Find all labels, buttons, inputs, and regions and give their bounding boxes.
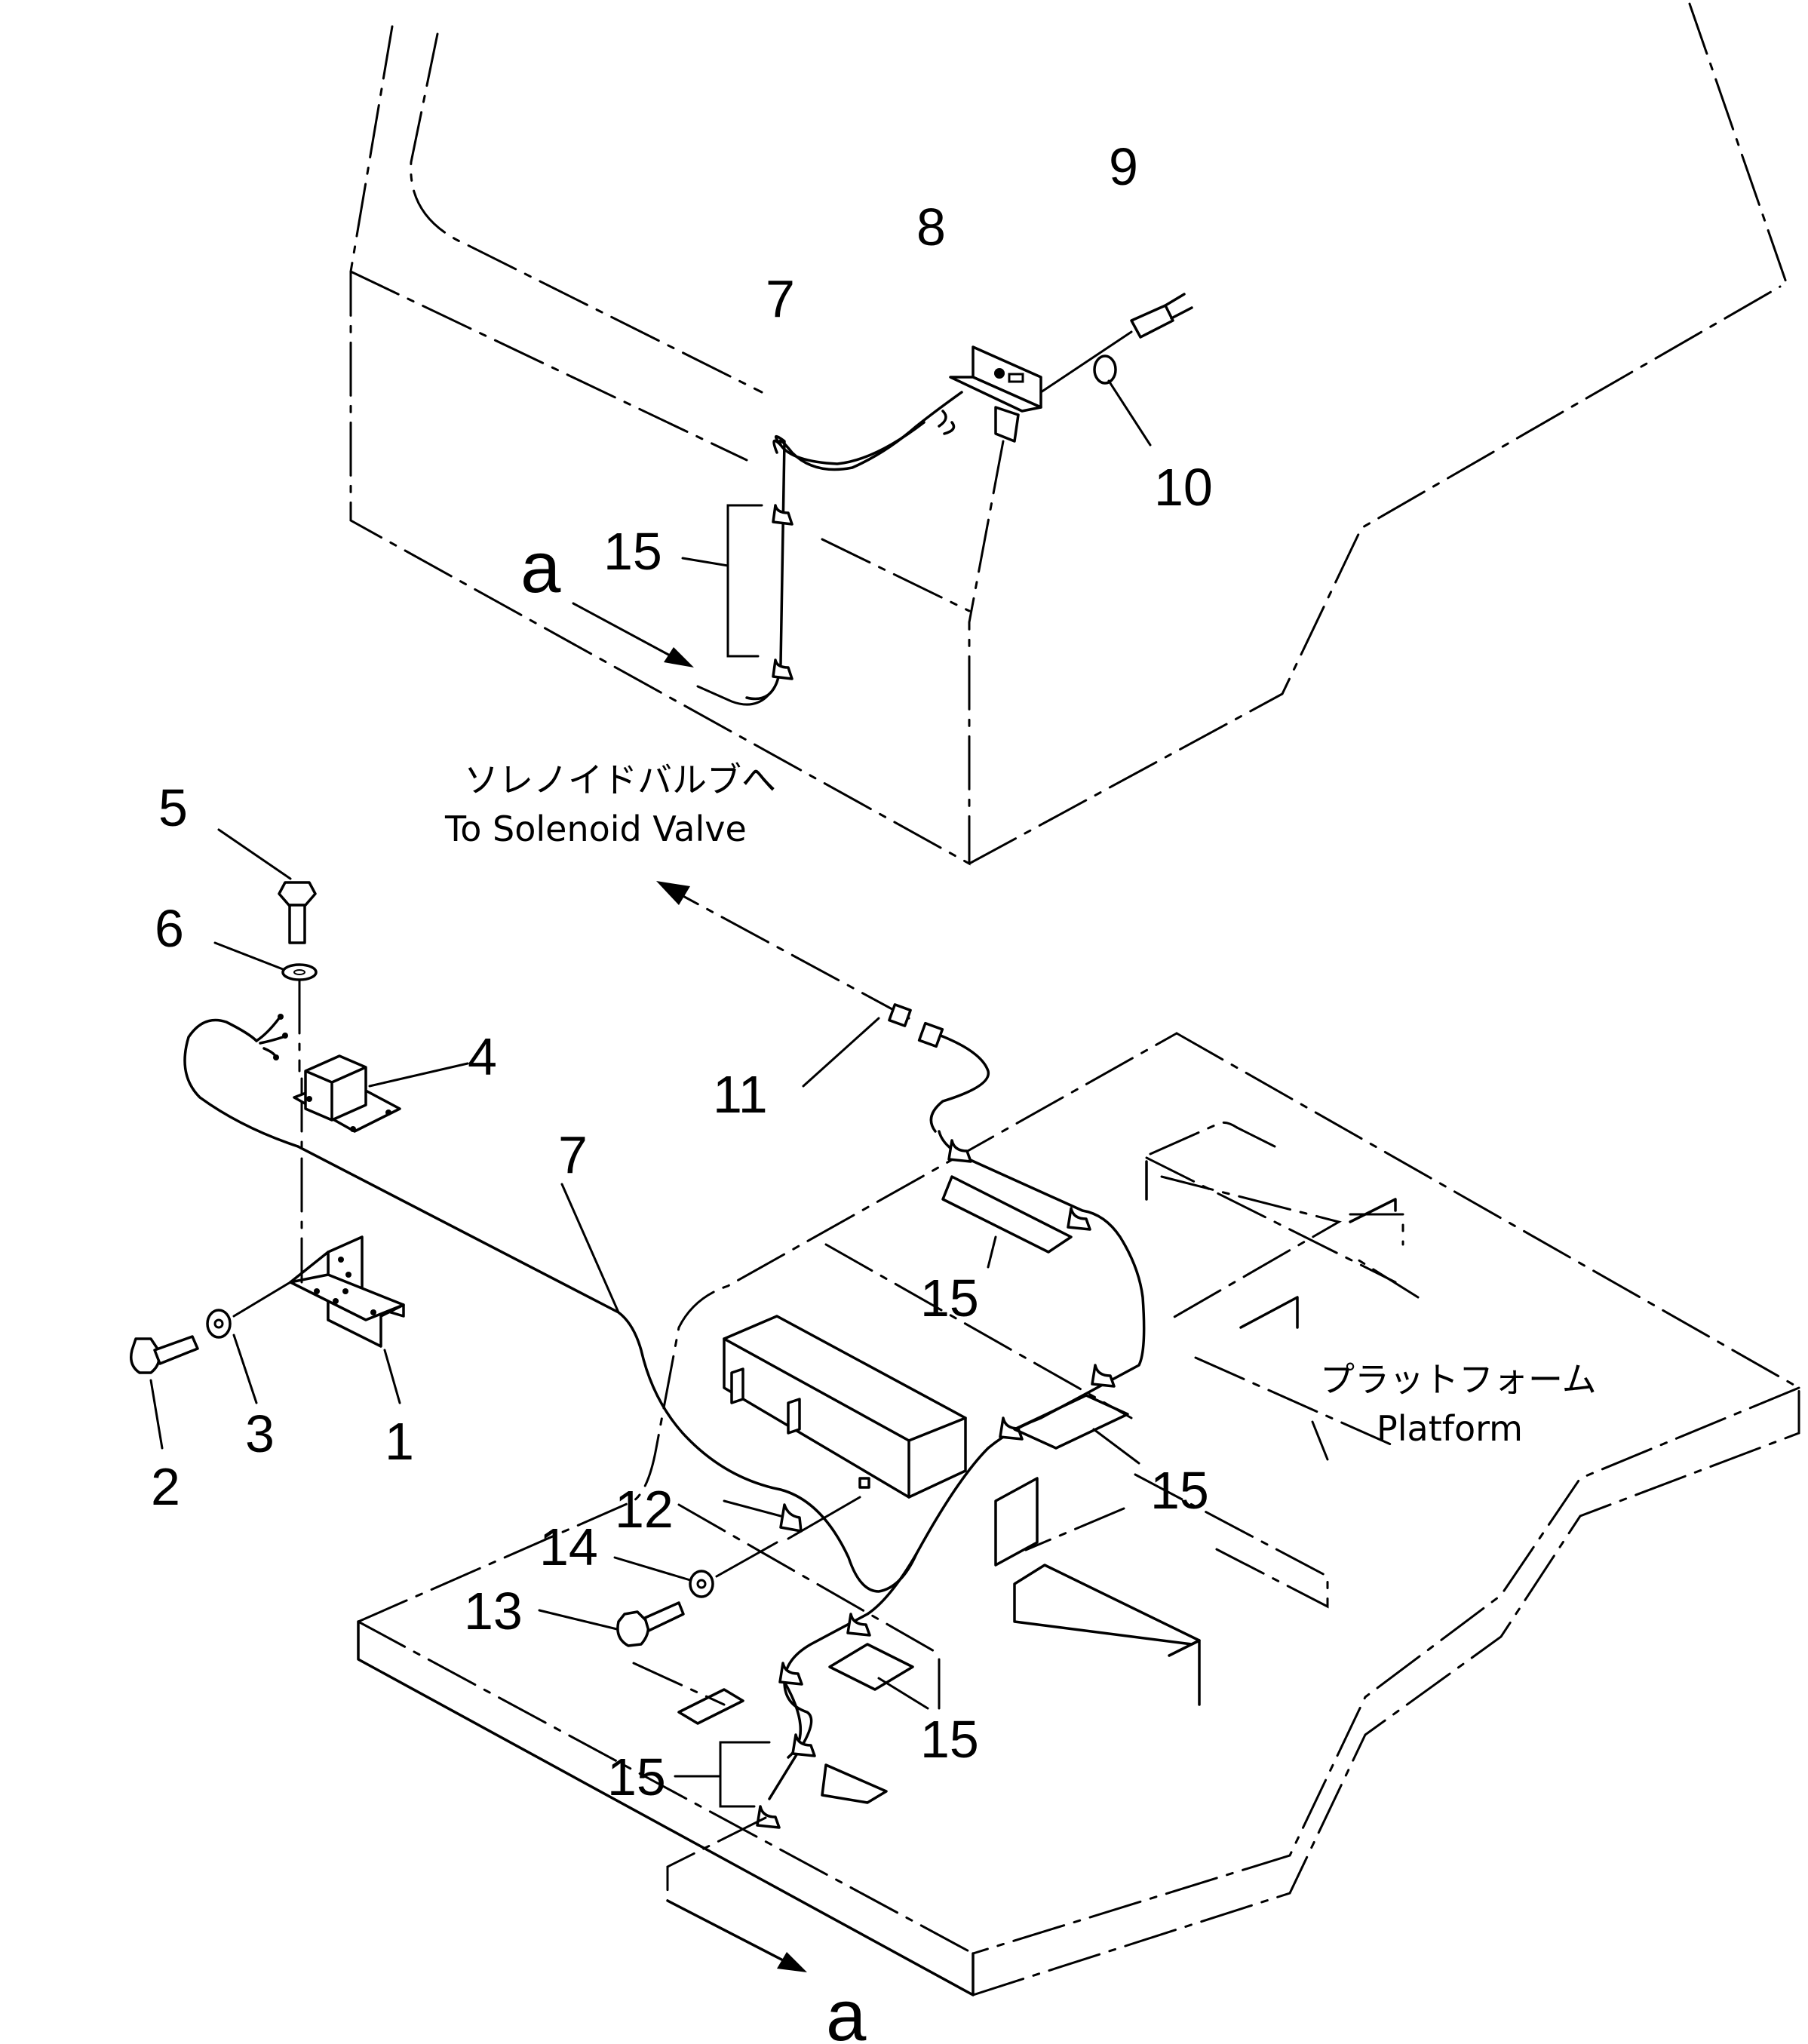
platform-note-en: Platform [1377,1408,1523,1449]
bracket-8 [949,345,1042,443]
callout-6: 6 [155,899,184,958]
solenoid-note-en: To Solenoid Valve [444,809,747,849]
callout-14: 14 [539,1518,598,1576]
callout-9: 9 [1109,137,1138,196]
callout-15-top: 15 [603,522,662,581]
callout-8: 8 [916,198,946,256]
compartment-box [723,1315,967,1499]
callout-15-low: 15 [920,1710,979,1769]
solenoid-arrow [656,881,990,1133]
callout-15-left: 15 [607,1748,666,1806]
callout-13: 13 [464,1582,523,1640]
connection-mark-bottom: a [826,1975,867,2044]
connector-11 [802,1003,944,1088]
solenoid-note-jp: ソレノイドバルブへ [464,760,776,800]
washer-14 [613,1541,778,1598]
callout-labels: 1 2 3 4 5 6 7 7 8 9 10 11 12 13 14 15 15… [151,137,1213,1806]
callout-4: 4 [468,1027,497,1086]
callout-11: 11 [713,1065,768,1124]
platform-note-jp: プラットフォーム [1320,1359,1597,1400]
callout-1: 1 [385,1412,414,1471]
nut-10 [1093,354,1152,447]
callout-10: 10 [1154,458,1213,517]
bolt-13 [538,1601,685,1647]
harness-7-upper [681,391,963,701]
bolt-5 [217,828,317,944]
bolt-2 [130,1335,199,1450]
switch-9 [1039,293,1193,394]
harness-7-lower [183,1014,1146,1800]
clamp-12 [723,1477,870,1540]
clamps-15-lower [674,1139,1140,1829]
connection-mark-top: a [520,527,561,608]
connection-arrow-a-bottom [666,1816,807,1972]
callout-7-lower: 7 [558,1125,588,1184]
bracket-1 [289,1077,405,1404]
callout-2: 2 [151,1457,180,1516]
callout-3: 3 [245,1404,275,1463]
callout-5: 5 [158,778,188,837]
relay-4 [293,1054,469,1133]
washer-6 [213,941,318,1073]
callout-15-right: 15 [1150,1461,1209,1520]
callout-12: 12 [615,1480,674,1539]
callout-15-mid: 15 [920,1269,979,1327]
callout-7-upper: 7 [766,269,795,328]
connection-arrow-a-top [572,602,778,706]
washer-3 [206,1281,292,1404]
platform-panels [994,1160,1397,1706]
cab-outline [349,2,1789,866]
